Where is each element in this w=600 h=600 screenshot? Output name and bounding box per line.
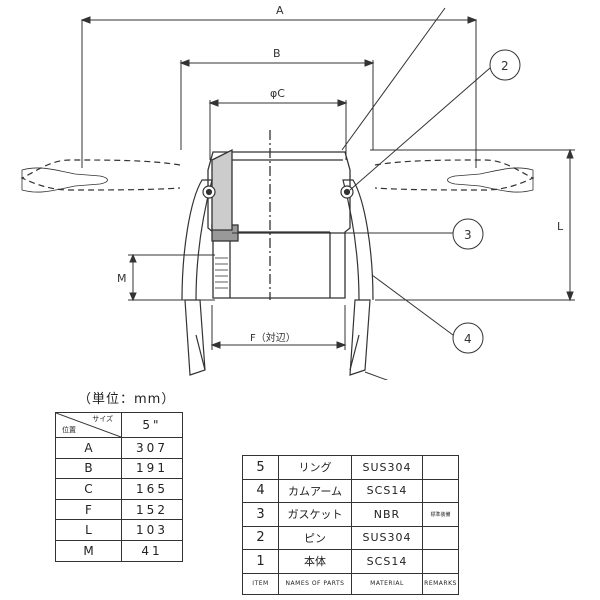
part-name: ガスケット [278, 502, 352, 527]
dim-key: F [55, 498, 122, 521]
part-material: SUS304 [351, 455, 423, 480]
part-name: リング [278, 455, 352, 480]
dim-key: C [55, 478, 122, 500]
part-name: ピン [278, 525, 352, 550]
header-remarks: REMARKS [422, 572, 459, 595]
dim-key: L [55, 519, 122, 541]
part-no: 3 [242, 502, 279, 527]
size-header: サイズ [92, 415, 113, 423]
balloon-label: 2 [501, 59, 509, 73]
dimension-b [179, 59, 375, 150]
parts-table: 5 リング SUS304 4 カムアーム SCS14 3 ガスケット NBR 標… [242, 455, 459, 595]
dimension-m [128, 253, 215, 302]
dim-label-b: B [273, 47, 281, 60]
dim-value: 165 [121, 478, 183, 500]
dim-value: 307 [121, 437, 183, 459]
dim-value: 41 [121, 539, 183, 562]
part-name: 本体 [278, 549, 352, 574]
size-value: 5" [121, 412, 183, 438]
dim-label-a: A [276, 4, 284, 17]
dimension-f [210, 305, 347, 350]
dim-value: 191 [121, 457, 183, 480]
part-no: 1 [242, 549, 279, 574]
part-no: 2 [242, 525, 279, 550]
part-remark [422, 478, 459, 503]
part-remark: 標準装備 [422, 502, 459, 527]
dim-value: 152 [121, 498, 183, 521]
part-material: NBR [351, 502, 423, 527]
dim-key: B [55, 457, 122, 480]
part-remark [422, 525, 459, 550]
balloon-label: 3 [464, 228, 472, 242]
unit-label: （単位：mm） [78, 392, 176, 407]
dim-key: A [55, 437, 122, 459]
dim-value: 103 [121, 519, 183, 541]
dim-label-l: L [557, 220, 564, 233]
coupler-drawing: A B φC L M F（対辺） 2 3 4 5 [20, 4, 575, 380]
dims-header-cell: サイズ 位置 [55, 412, 122, 438]
dim-key: M [55, 539, 122, 562]
part-material: SCS14 [351, 478, 423, 503]
part-material: SUS304 [351, 525, 423, 550]
dimension-a [80, 16, 478, 168]
cam-arm-right [340, 159, 535, 376]
dim-label-f: F（対辺） [250, 331, 296, 344]
header-item: ITEM [242, 572, 279, 595]
part-no: 4 [242, 478, 279, 503]
position-header: 位置 [62, 426, 76, 434]
dim-label-c: φC [270, 87, 285, 100]
part-no: 5 [242, 455, 279, 480]
part-name: カムアーム [278, 478, 352, 503]
coupler-body [207, 130, 351, 300]
part-material: SCS14 [351, 549, 423, 574]
part-remark [422, 549, 459, 574]
cam-arm-left [20, 159, 216, 376]
dim-label-m: M [117, 272, 127, 285]
part-remark [422, 455, 459, 480]
balloon-label: 4 [464, 332, 472, 346]
header-names: NAMES OF PARTS [278, 572, 352, 595]
dimension-l [370, 148, 575, 302]
header-material: MATERIAL [351, 572, 423, 595]
dimension-c [208, 99, 348, 160]
